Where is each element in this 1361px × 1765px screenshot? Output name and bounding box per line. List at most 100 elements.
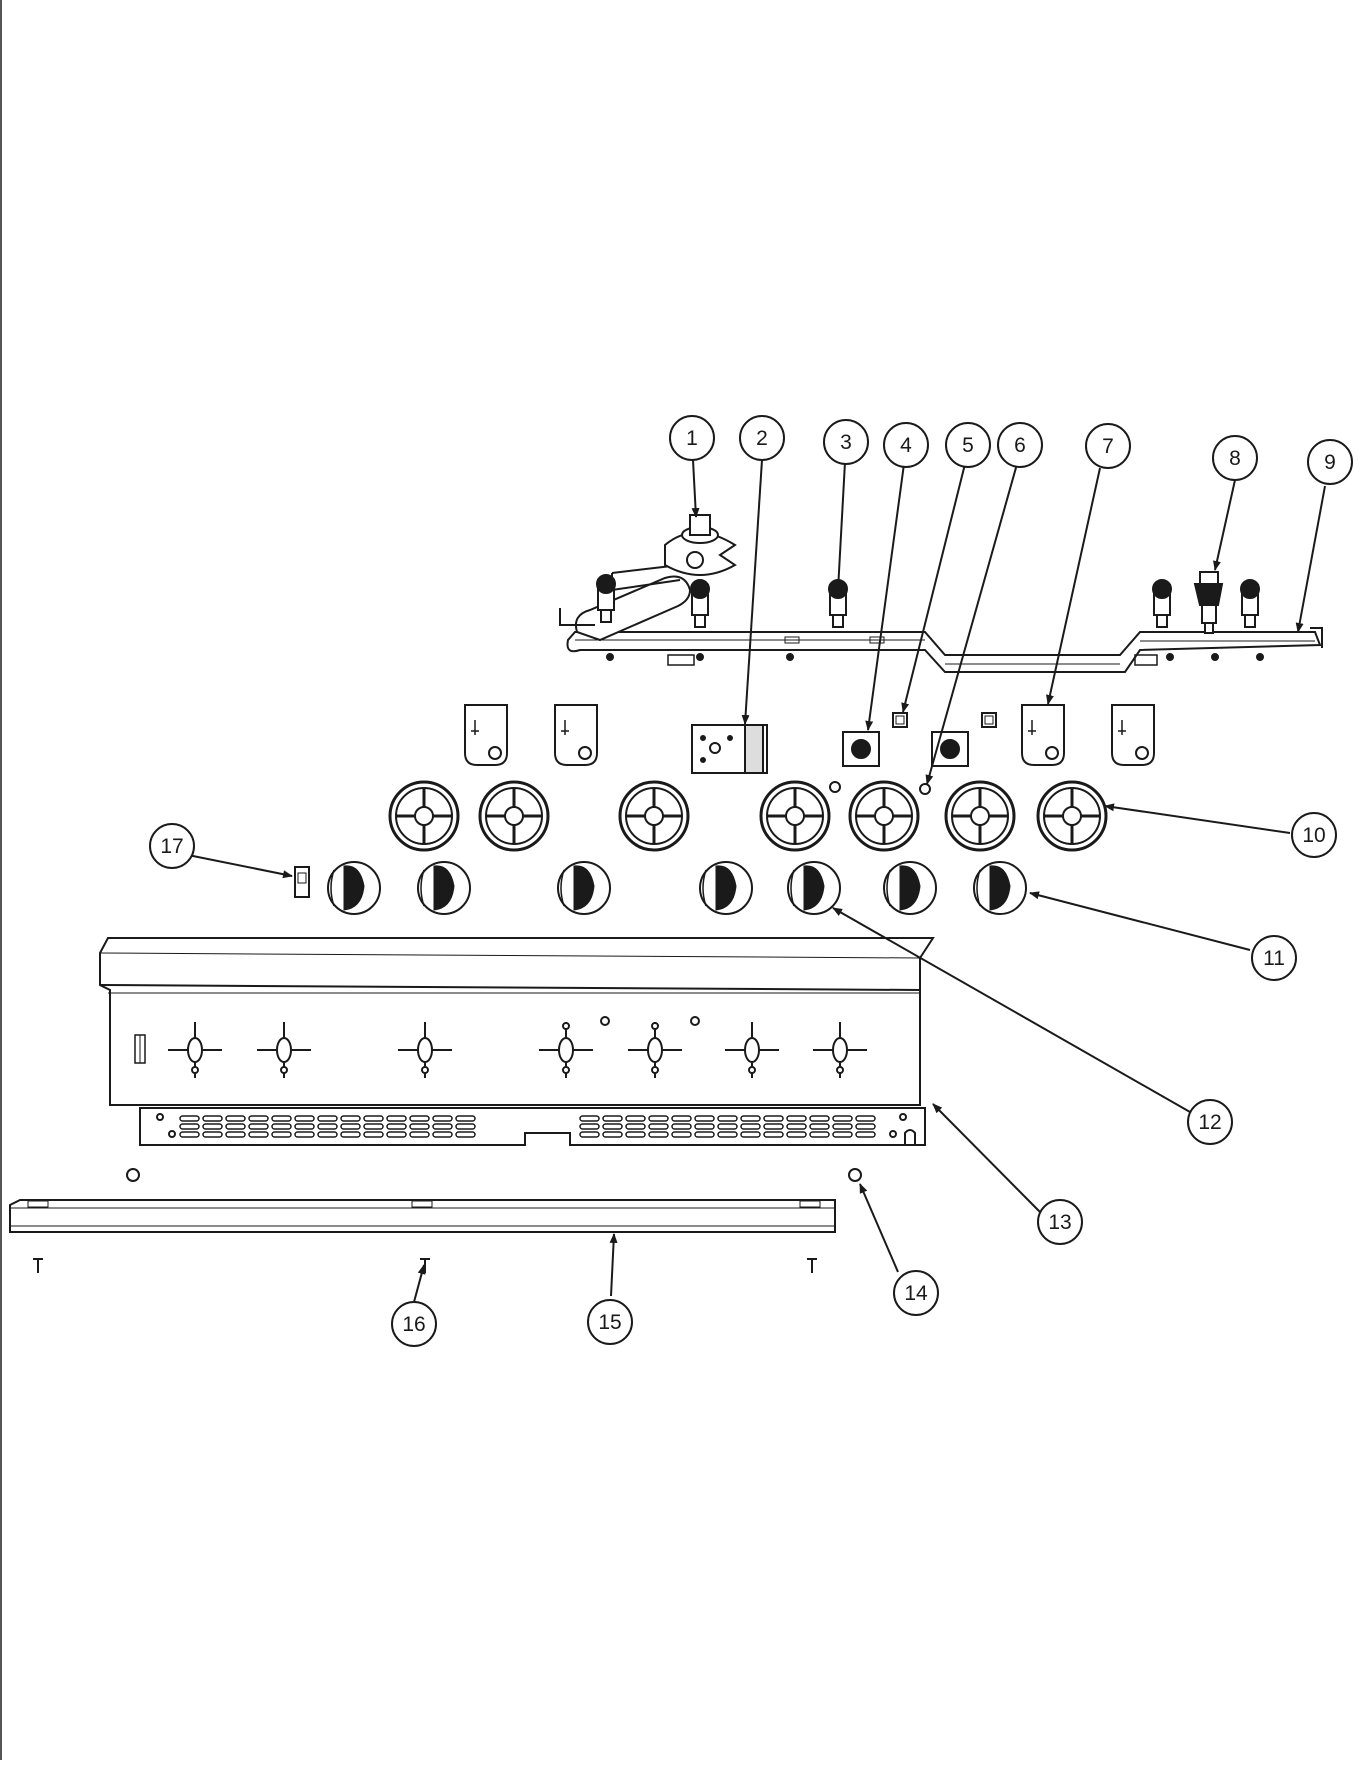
burner-valves	[596, 574, 1260, 628]
knob-bezel	[944, 780, 1016, 852]
callout-number: 7	[1102, 435, 1114, 458]
control-knob	[883, 861, 937, 915]
leader-2	[741, 459, 763, 725]
vent-slot	[409, 1115, 430, 1122]
callout-circle	[391, 1301, 437, 1347]
vent-slot	[432, 1115, 453, 1122]
valve-brackets	[464, 704, 1155, 766]
callout-4: 4	[883, 422, 929, 468]
callout-circle	[1212, 435, 1258, 481]
callout-1: 1	[669, 415, 715, 461]
spark-module	[691, 724, 768, 774]
callout-number: 5	[962, 434, 974, 457]
vent-slot	[671, 1115, 692, 1122]
light-switch	[294, 866, 310, 898]
callout-circle	[883, 422, 929, 468]
vent-slot	[409, 1131, 430, 1138]
callout-6: 6	[997, 422, 1043, 468]
control-knobs	[327, 861, 1027, 915]
callout-number: 14	[904, 1282, 928, 1305]
panel-knob-opening	[168, 1022, 222, 1078]
callout-circle	[823, 419, 869, 465]
vent-slots	[179, 1115, 876, 1138]
control-knob	[327, 861, 381, 915]
vent-slot	[225, 1115, 246, 1122]
vent-slot	[648, 1131, 669, 1138]
vent-slot	[271, 1131, 292, 1138]
callout-circle	[587, 1299, 633, 1345]
leader-12	[832, 907, 1191, 1113]
callout-15: 15	[587, 1299, 633, 1345]
vent-slot	[694, 1123, 715, 1130]
callout-2: 2	[739, 415, 785, 461]
callout-number: 16	[402, 1313, 425, 1336]
panel-knob-opening	[257, 1022, 311, 1078]
vent-slot	[271, 1123, 292, 1130]
knob-bezel	[388, 780, 460, 852]
panel-knob-openings	[168, 1022, 867, 1078]
vent-slot	[340, 1123, 361, 1130]
vent-slot	[248, 1131, 269, 1138]
leader-15	[609, 1233, 618, 1297]
oven-thermostat-valve	[1193, 571, 1224, 634]
leader-13	[932, 1103, 1041, 1213]
callout-7: 7	[1085, 423, 1131, 469]
vent-slot	[225, 1123, 246, 1130]
vent-slot	[432, 1131, 453, 1138]
vent-slot	[740, 1123, 761, 1130]
panel-knob-opening	[813, 1022, 867, 1078]
vent-slot	[602, 1123, 623, 1130]
vent-slot	[717, 1115, 738, 1122]
vent-slot	[694, 1115, 715, 1122]
callout-number: 4	[900, 434, 912, 457]
control-knob	[699, 861, 753, 915]
knob-bezels	[388, 780, 1108, 852]
burner-valve	[1152, 579, 1172, 628]
vent-slot	[809, 1115, 830, 1122]
callout-circle	[1307, 439, 1353, 485]
vent-slot	[602, 1131, 623, 1138]
burner-valve	[1240, 579, 1260, 628]
vent-slot	[832, 1123, 853, 1130]
control-knob	[787, 861, 841, 915]
callout-circle	[669, 415, 715, 461]
panel-knob-opening	[628, 1022, 682, 1078]
vent-slot	[809, 1123, 830, 1130]
leader-17	[187, 854, 293, 879]
vent-slot	[340, 1131, 361, 1138]
leader-3	[834, 461, 846, 591]
vent-slot	[202, 1123, 223, 1130]
vent-slot	[832, 1115, 853, 1122]
vent-slot	[202, 1115, 223, 1122]
leader-1	[691, 459, 700, 518]
leader-lines	[187, 459, 1326, 1303]
vent-slot	[717, 1131, 738, 1138]
vent-slot	[386, 1131, 407, 1138]
panel-screws	[126, 1168, 862, 1182]
leader-5	[901, 463, 966, 713]
leader-14	[859, 1183, 899, 1273]
vent-slot	[363, 1131, 384, 1138]
vent-slot	[340, 1115, 361, 1122]
control-knob	[417, 861, 471, 915]
leader-16	[413, 1264, 426, 1303]
knob-bezel	[478, 780, 550, 852]
vent-slot	[248, 1123, 269, 1130]
vent-slot	[763, 1131, 784, 1138]
vent-slot	[455, 1115, 476, 1122]
callout-number: 1	[686, 427, 698, 450]
vent-slot	[317, 1131, 338, 1138]
leader-10	[1104, 803, 1291, 834]
control-knob	[557, 861, 611, 915]
callout-circle	[1291, 812, 1337, 858]
callout-circle	[1187, 1099, 1233, 1145]
callout-circle	[997, 422, 1043, 468]
control-knob	[973, 861, 1027, 915]
vent-slot	[386, 1115, 407, 1122]
vent-slot	[248, 1115, 269, 1122]
vent-slot	[602, 1115, 623, 1122]
burner-valve	[596, 574, 616, 623]
vent-slot	[855, 1115, 876, 1122]
